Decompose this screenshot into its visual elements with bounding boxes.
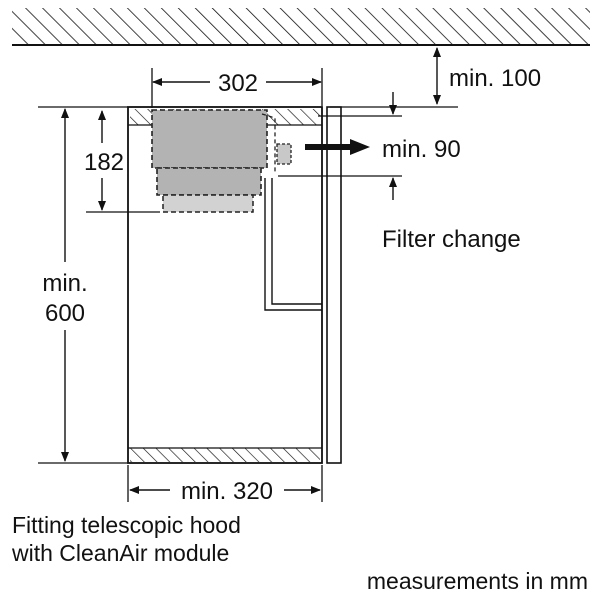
dim-cabinet-height-label-line1: min. bbox=[42, 270, 87, 297]
hood-module bbox=[151, 109, 292, 213]
dim-filter-depth: min. 90 bbox=[278, 92, 461, 200]
dim-filter-depth-label: min. 90 bbox=[382, 136, 461, 163]
dim-bottom-width-label: min. 320 bbox=[181, 478, 273, 505]
dim-bottom-width: min. 320 bbox=[127, 465, 323, 505]
dim-top-width-label: 302 bbox=[218, 70, 258, 97]
cabinet-door bbox=[326, 106, 342, 464]
ceiling bbox=[12, 8, 590, 46]
dim-cabinet-height-label-line2: 600 bbox=[45, 300, 85, 327]
dim-ceiling-gap: min. 100 bbox=[330, 47, 541, 108]
dim-module-height-label: 182 bbox=[84, 149, 124, 176]
dim-cabinet-height: min. 600 bbox=[38, 106, 128, 464]
dim-top-width: 302 bbox=[151, 68, 323, 108]
cabinet-bottom-board bbox=[130, 448, 320, 462]
units-note: measurements in mm bbox=[367, 568, 588, 594]
dim-module-height: 182 bbox=[84, 110, 160, 213]
dim-ceiling-gap-label: min. 100 bbox=[449, 65, 541, 92]
filter-module bbox=[276, 143, 292, 165]
filter-change-label: Filter change bbox=[382, 226, 521, 253]
filter-arrow-head bbox=[350, 139, 370, 155]
caption-line-2: with CleanAir module bbox=[11, 540, 229, 566]
caption-line-1: Fitting telescopic hood bbox=[12, 512, 241, 538]
